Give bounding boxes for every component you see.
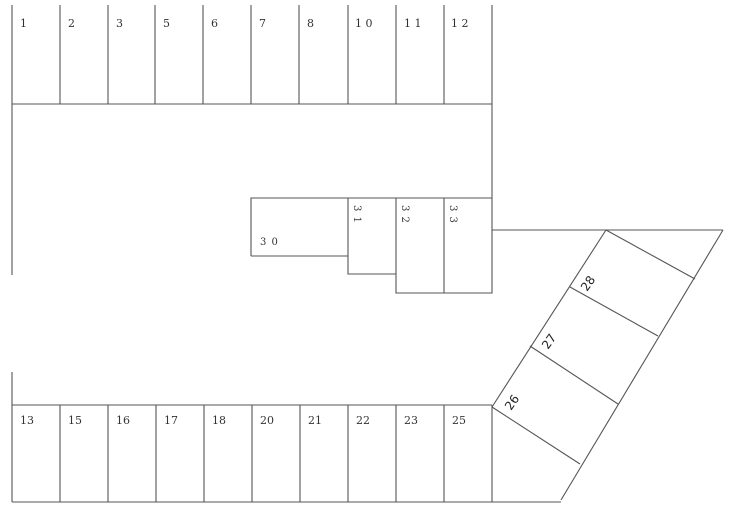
stall-label: 27 — [539, 331, 559, 352]
stall-label: 1 — [20, 17, 27, 30]
stall-label: 1 1 — [404, 17, 422, 30]
stall-label: 26 — [502, 392, 522, 413]
stall-label: 13 — [20, 414, 34, 427]
stall-label: 3 0 — [260, 237, 279, 248]
angled-stall-group: 26 27 28 — [491, 229, 724, 501]
stall-label: 6 — [211, 17, 218, 30]
stall-label: 16 — [116, 414, 130, 427]
stall-label: 28 — [578, 273, 598, 294]
stall-label: 20 — [260, 414, 274, 427]
stall-label: 7 — [259, 17, 266, 30]
stall-label: 1 2 — [451, 17, 469, 30]
stall-label: 1 0 — [355, 17, 373, 30]
stall-label: 2 — [68, 17, 75, 30]
stall-label: 8 — [307, 17, 314, 30]
stall-label: 23 — [404, 414, 418, 427]
stall-label: 18 — [212, 414, 226, 427]
stall-label: 22 — [356, 414, 370, 427]
stall-label: 15 — [68, 414, 82, 427]
stall-label: 25 — [452, 414, 466, 427]
stall-label: 3 3 — [447, 205, 458, 224]
bottom-stall-row: 13 15 16 17 18 20 21 22 23 25 — [11, 372, 561, 503]
stall-label: 3 2 — [399, 205, 410, 224]
top-stall-row: 1 2 3 5 6 7 8 1 0 1 1 1 2 — [11, 5, 493, 275]
stall-label: 21 — [308, 414, 322, 427]
middle-stall-group: 3 0 3 1 3 2 3 3 — [250, 197, 493, 294]
stall-label: 17 — [164, 414, 178, 427]
stall-label: 3 1 — [351, 205, 362, 224]
stall-label: 5 — [163, 17, 170, 30]
stall-label: 3 — [116, 17, 123, 30]
